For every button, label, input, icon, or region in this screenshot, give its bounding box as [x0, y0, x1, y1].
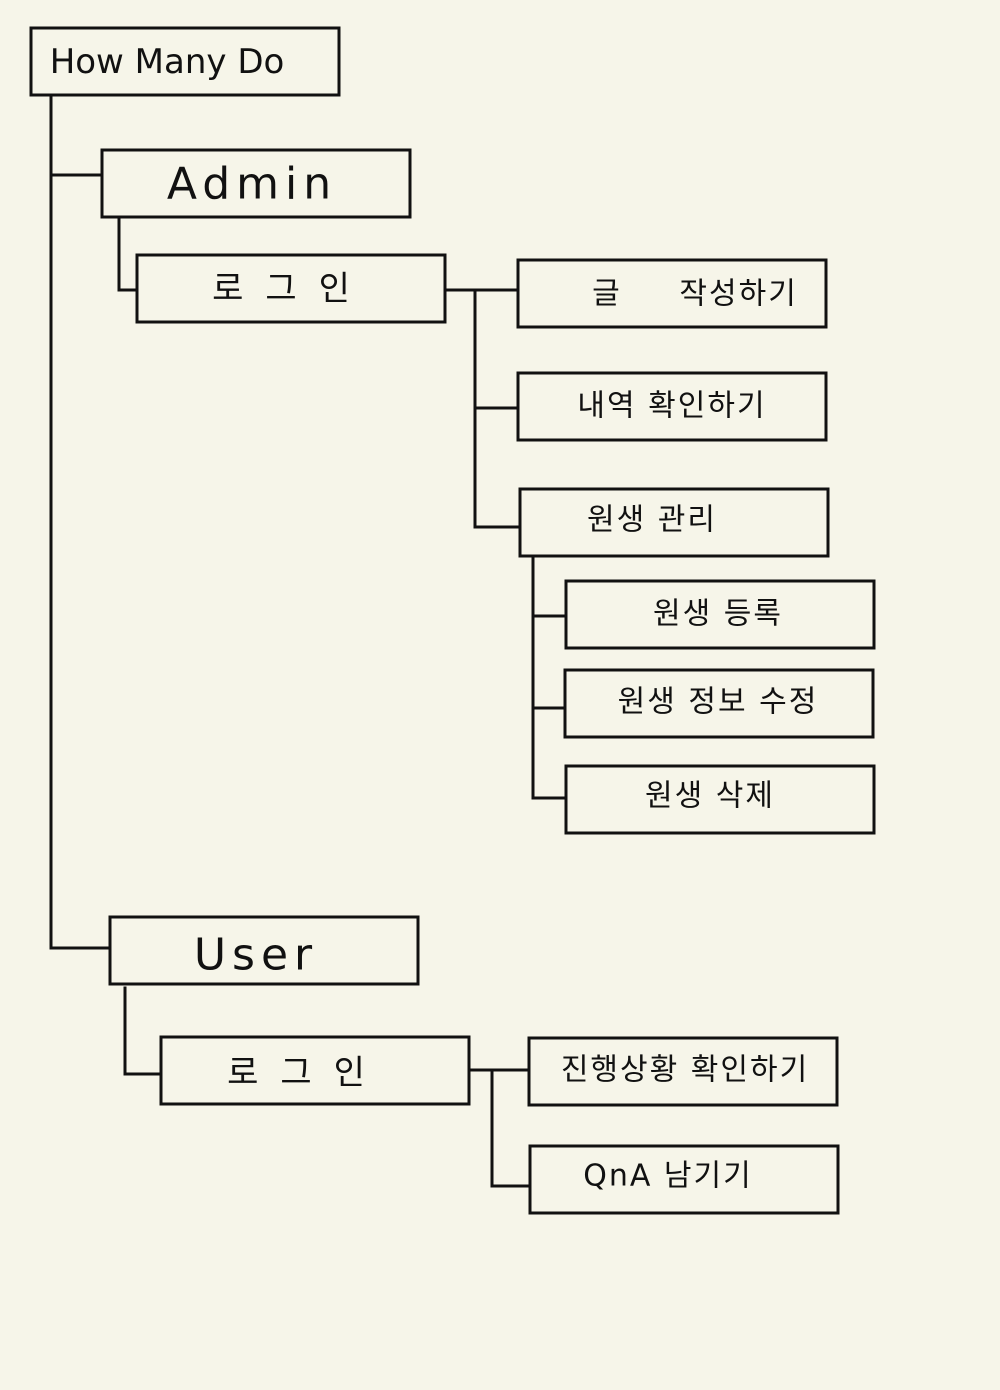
node-leave-qna: QnA 남기기 — [528, 1144, 840, 1215]
node-member-manage-label: 원생 관리 — [587, 503, 717, 538]
node-user: User — [108, 915, 420, 986]
node-write-post: 글 작성하기 — [516, 258, 828, 329]
node-member-edit: 원생 정보 수정 — [563, 668, 875, 739]
node-check-history: 내역 확인하기 — [516, 371, 828, 442]
connector-lines — [49, 95, 568, 1188]
connector-member-manage-children — [531, 554, 568, 800]
node-member-manage: 원생 관리 — [518, 487, 830, 558]
connector-root-trunk — [49, 95, 112, 950]
node-check-progress: 진행상황 확인하기 — [527, 1036, 839, 1107]
node-member-register: 원생 등록 — [564, 579, 876, 650]
node-root-label: How Many Do — [50, 42, 285, 82]
node-check-progress-label: 진행상황 확인하기 — [561, 1053, 809, 1088]
node-user-label: User — [194, 930, 318, 981]
node-admin: Admin — [100, 148, 412, 219]
node-root: How Many Do — [29, 26, 341, 97]
node-admin-login: 로그인 — [135, 253, 447, 324]
connector-user-login-children — [467, 1068, 532, 1188]
node-member-delete: 원생 삭제 — [564, 764, 876, 835]
node-leave-qna-label: QnA 남기기 — [583, 1159, 753, 1194]
node-member-delete-label: 원생 삭제 — [645, 779, 775, 814]
node-admin-login-label: 로그인 — [212, 269, 372, 309]
node-user-login: 로그인 — [159, 1035, 471, 1106]
node-admin-label: Admin — [167, 159, 337, 210]
node-member-edit-label: 원생 정보 수정 — [618, 685, 819, 720]
connector-user-login — [123, 986, 163, 1076]
connector-admin-login — [117, 216, 139, 292]
node-check-history-label: 내역 확인하기 — [577, 389, 766, 424]
node-user-login-label: 로그인 — [227, 1053, 387, 1093]
node-member-register-label: 원생 등록 — [653, 597, 783, 632]
connector-admin-login-children — [443, 288, 522, 529]
node-write-post-label: 글 작성하기 — [592, 277, 798, 312]
